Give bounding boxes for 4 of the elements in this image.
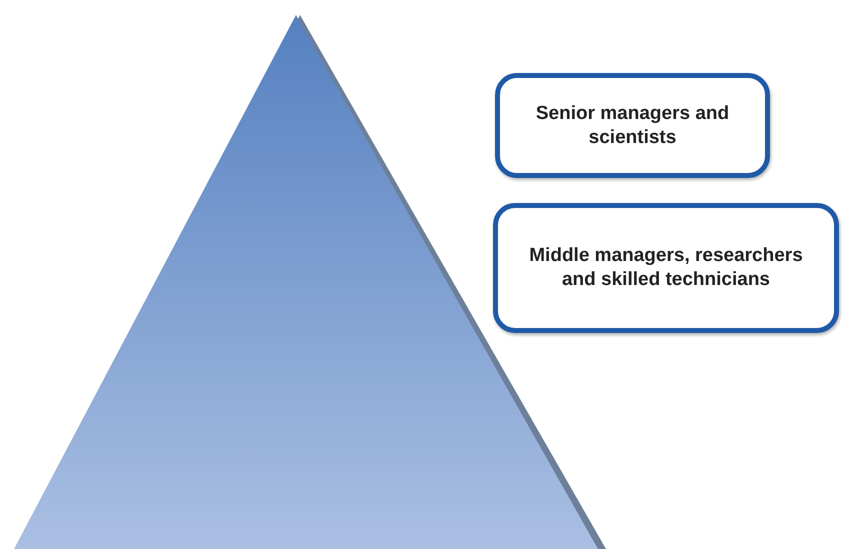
box-label: Middle managers, researchers and skilled technicians bbox=[528, 244, 804, 292]
rounded-text-box bbox=[493, 203, 839, 333]
rounded-text-box bbox=[495, 73, 770, 178]
box-label: Senior managers and scientists bbox=[534, 102, 730, 150]
